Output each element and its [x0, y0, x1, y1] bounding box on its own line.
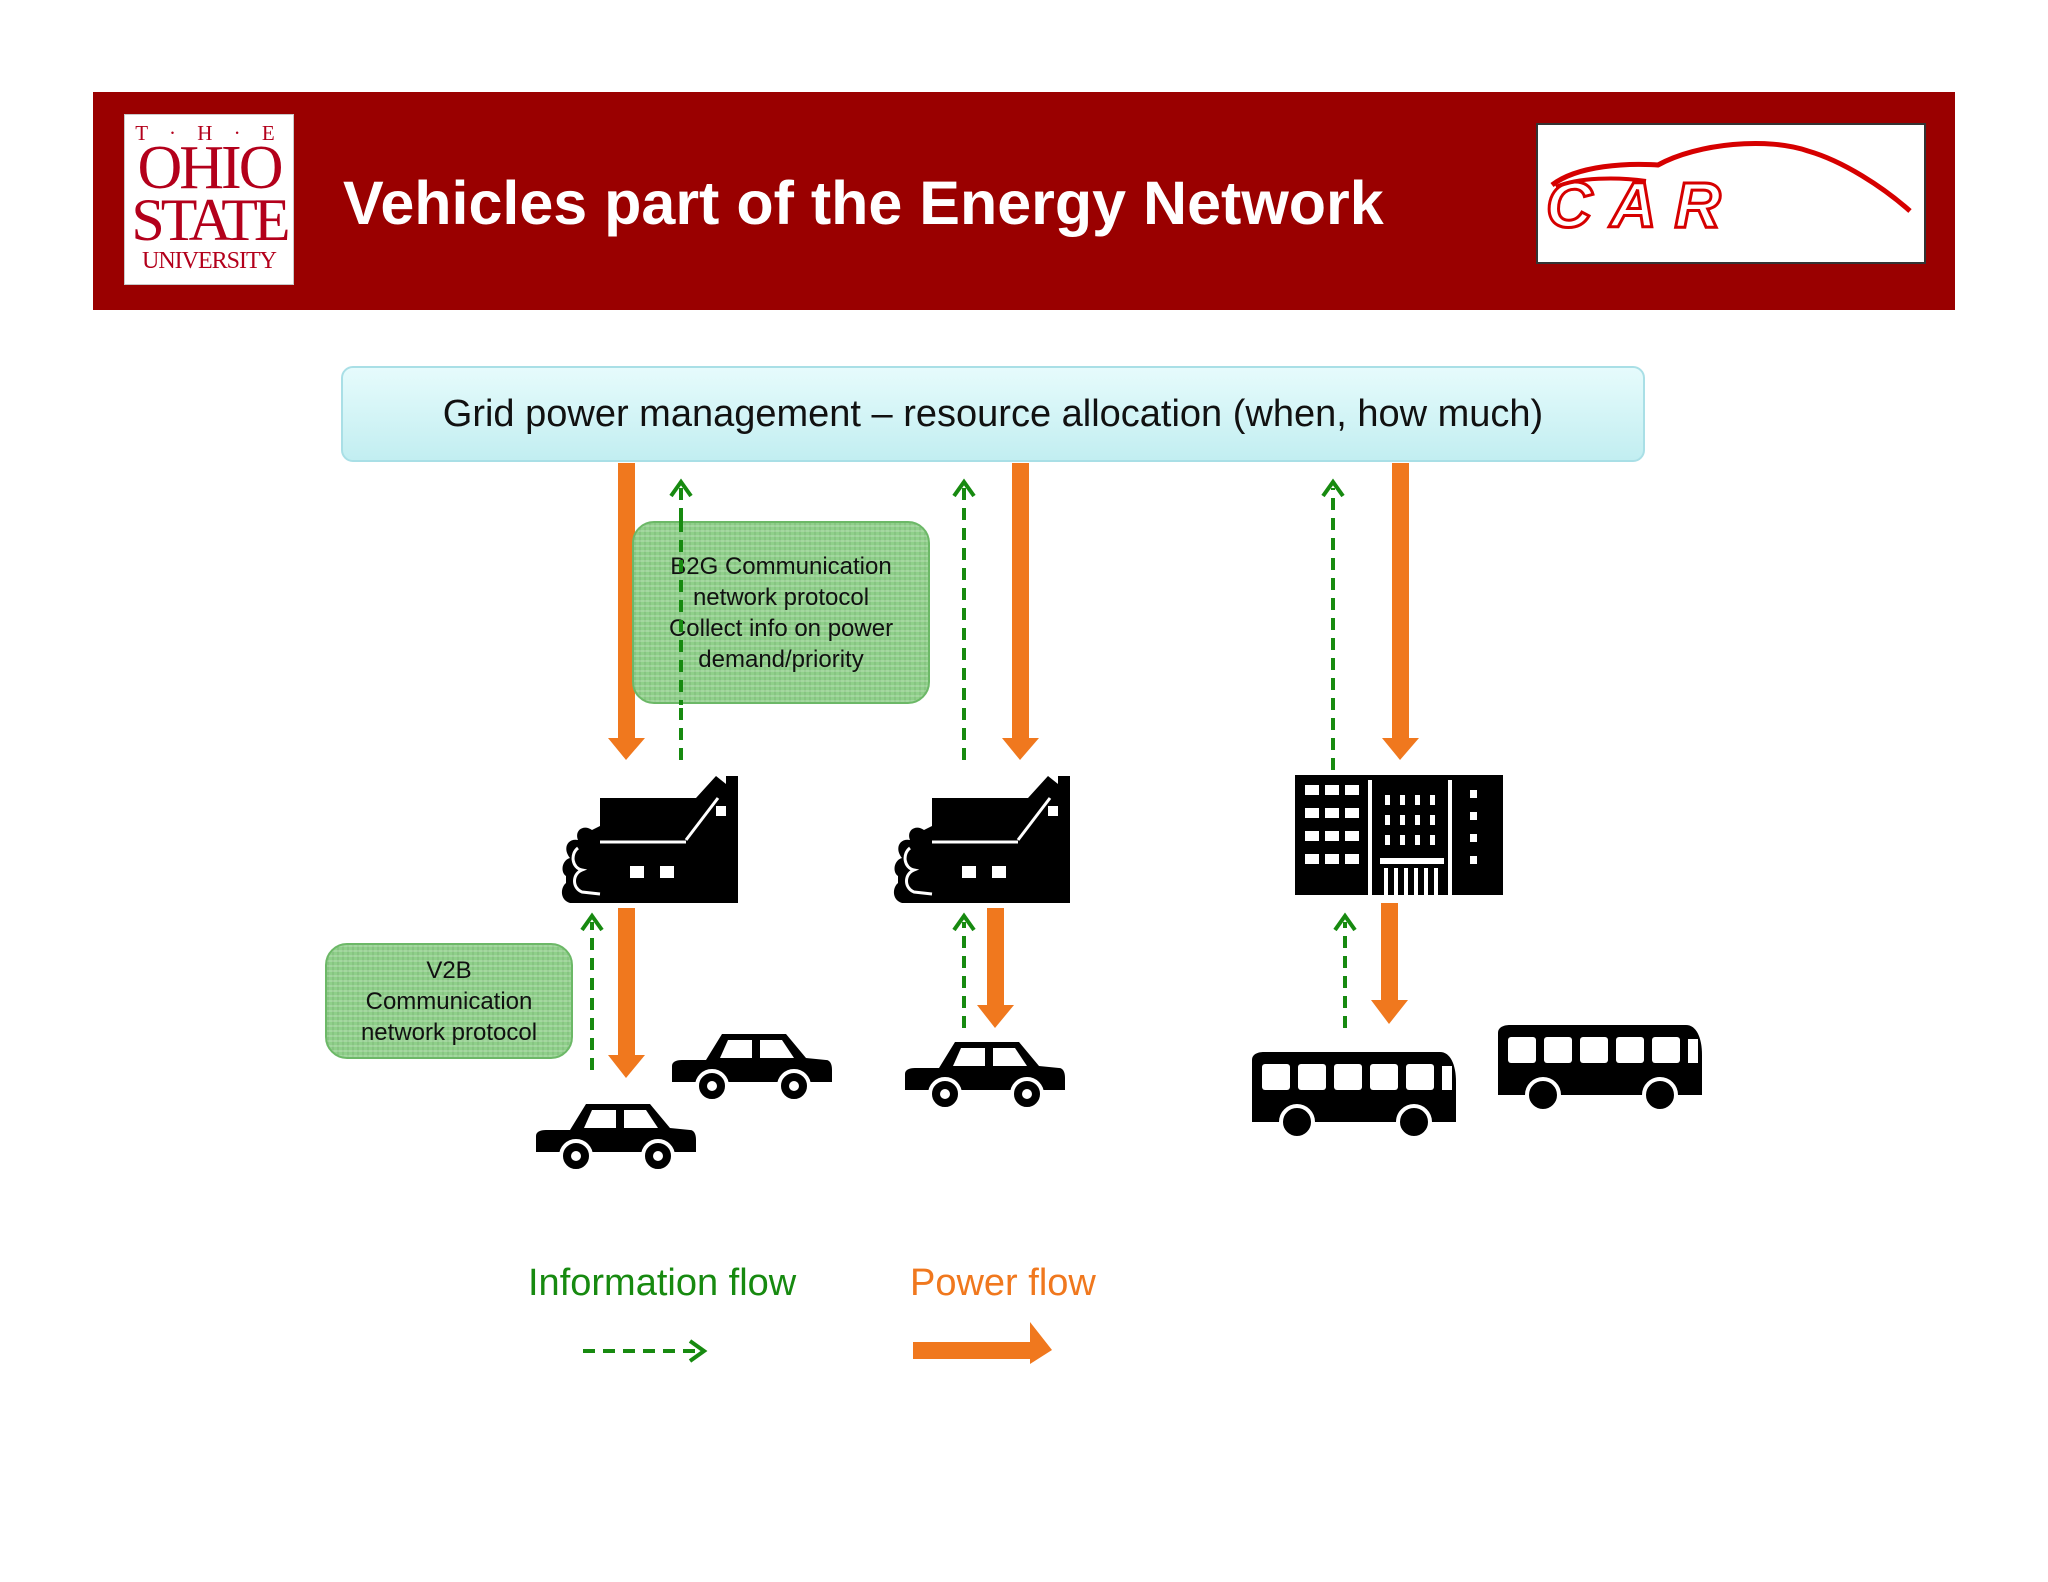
car-icon	[670, 1032, 834, 1103]
legend-information-arrow	[583, 1339, 708, 1363]
car-center-logo: CAR	[1536, 123, 1926, 264]
grid-power-management-box: Grid power management – resource allocat…	[341, 366, 1645, 462]
house-icon	[892, 774, 1072, 905]
car-icon	[903, 1040, 1067, 1111]
office-building-icon	[1295, 775, 1503, 895]
house-icon	[560, 774, 740, 905]
grid-power-management-label: Grid power management – resource allocat…	[442, 392, 1544, 435]
legend-power-arrow	[913, 1322, 1052, 1364]
legend-power-flow: Power flow	[910, 1262, 1096, 1304]
slide-title: Vehicles part of the Energy Network	[343, 169, 1384, 237]
legend-information-flow: Information flow	[528, 1262, 797, 1304]
car-icon	[534, 1102, 698, 1173]
car-logo-graphic: CAR	[1545, 140, 1912, 243]
bus-icon	[1496, 1023, 1704, 1113]
v2b-communication-note: V2B Communication network protocol	[325, 943, 573, 1059]
svg-text:CAR: CAR	[1546, 169, 1739, 241]
bus-icon	[1250, 1050, 1458, 1140]
ohio-state-logo: T · H · E OHIO STATE UNIVERSITY	[124, 114, 294, 285]
power-flow-arrows	[608, 463, 1419, 1078]
b2g-communication-note: B2G Communication network protocol Colle…	[632, 521, 930, 704]
